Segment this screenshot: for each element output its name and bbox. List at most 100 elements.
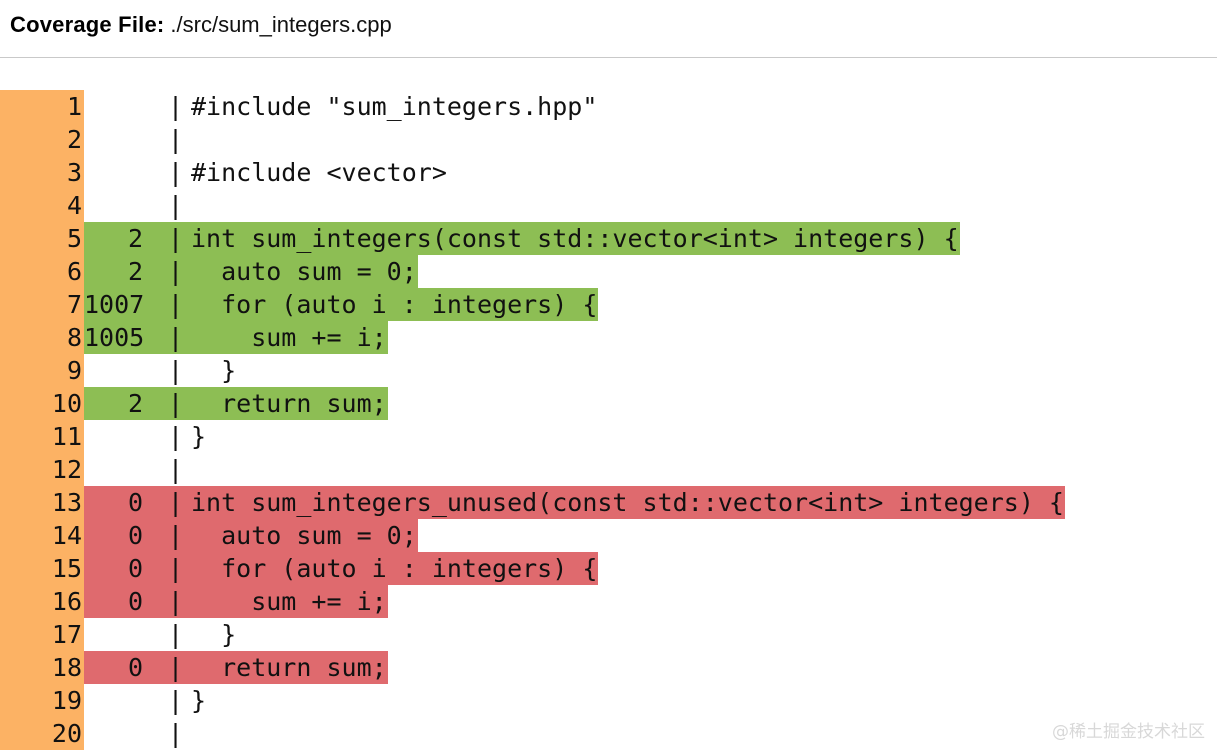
line-number: 7 — [66, 290, 82, 319]
line-number: 20 — [51, 719, 82, 748]
source-code-text: #include "sum_integers.hpp" — [191, 92, 598, 121]
line-coverage-highlight: | — [84, 123, 192, 156]
column-separator-icon: | — [168, 125, 184, 154]
code-line-row: 18 0 | return sum; — [0, 651, 1217, 684]
code-line-row: 19|} — [0, 684, 1217, 717]
line-hit-count: 0 — [127, 521, 143, 550]
line-coverage-highlight: 0 | for (auto i : integers) { — [84, 552, 599, 585]
line-hit-count: 1005 — [84, 323, 145, 352]
column-separator-icon: | — [168, 422, 184, 451]
column-separator-icon: | — [168, 92, 184, 121]
source-code-text: } — [191, 422, 207, 451]
column-separator-icon: | — [168, 653, 184, 682]
coverage-file-path: ./src/sum_integers.cpp — [170, 12, 392, 37]
line-number: 1 — [66, 92, 82, 121]
line-number: 10 — [51, 389, 82, 418]
code-line-row: 11|} — [0, 420, 1217, 453]
source-code-text: } — [191, 686, 207, 715]
coverage-file-label: Coverage File: — [10, 12, 165, 37]
source-code-text: } — [191, 620, 237, 649]
line-hit-count: 0 — [127, 653, 143, 682]
line-number: 3 — [66, 158, 82, 187]
column-separator-icon: | — [168, 389, 184, 418]
code-line-row: 16 0 | sum += i; — [0, 585, 1217, 618]
line-number: 11 — [51, 422, 82, 451]
source-code-text: sum += i; — [191, 587, 387, 616]
source-code-text: #include <vector> — [191, 158, 447, 187]
line-hit-count: 0 — [127, 554, 143, 583]
source-code-text: int sum_integers(const std::vector<int> … — [191, 224, 959, 253]
line-number: 6 — [66, 257, 82, 286]
line-hit-count: 2 — [127, 257, 143, 286]
column-separator-icon: | — [168, 554, 184, 583]
line-coverage-highlight: |} — [84, 420, 207, 453]
code-line-row: 9| } — [0, 354, 1217, 387]
line-coverage-highlight: 0 |int sum_integers_unused(const std::vec… — [84, 486, 1065, 519]
source-code-text: sum += i; — [191, 323, 387, 352]
code-line-row: 12| — [0, 453, 1217, 486]
code-line-row: 20 | — [0, 717, 1217, 750]
column-separator-icon: | — [168, 521, 184, 550]
column-separator-icon: | — [168, 587, 184, 616]
line-number: 9 — [66, 356, 82, 385]
source-code-text: int sum_integers_unused(const std::vecto… — [191, 488, 1064, 517]
source-code-text: auto sum = 0; — [191, 521, 417, 550]
source-code-text: for (auto i : integers) { — [191, 554, 598, 583]
line-hit-count: 1007 — [84, 290, 145, 319]
source-code-text: return sum; — [191, 653, 387, 682]
line-coverage-highlight: 1005 | sum += i; — [84, 321, 388, 354]
line-coverage-highlight: |} — [84, 684, 207, 717]
source-code-text: } — [191, 356, 237, 385]
line-coverage-highlight: 0 | auto sum = 0; — [84, 519, 418, 552]
line-number: 14 — [51, 521, 82, 550]
line-number: 12 — [51, 455, 82, 484]
line-coverage-highlight: | } — [84, 618, 237, 651]
coverage-body: 1|#include "sum_integers.hpp"2|3|#includ… — [0, 58, 1217, 750]
column-separator-icon: | — [168, 488, 184, 517]
line-hit-count: 2 — [127, 389, 143, 418]
coverage-gutter-strip — [0, 90, 84, 750]
line-hit-count: 0 — [127, 488, 143, 517]
line-number: 5 — [66, 224, 82, 253]
column-separator-icon: | — [168, 158, 184, 187]
code-line-row: 14 0 | auto sum = 0; — [0, 519, 1217, 552]
code-line-row: 17| } — [0, 618, 1217, 651]
line-number: 4 — [66, 191, 82, 220]
line-number: 17 — [51, 620, 82, 649]
line-coverage-highlight: 0 | sum += i; — [84, 585, 388, 618]
coverage-header: Coverage File:./src/sum_integers.cpp — [0, 0, 1217, 58]
code-line-row: 4| — [0, 189, 1217, 222]
source-code-text: auto sum = 0; — [191, 257, 417, 286]
line-coverage-highlight: 2 | return sum; — [84, 387, 388, 420]
line-hit-count: 0 — [127, 587, 143, 616]
line-number: 16 — [51, 587, 82, 616]
source-code-text: for (auto i : integers) { — [191, 290, 598, 319]
code-line-row: 10 2 | return sum; — [0, 387, 1217, 420]
code-line-row: 2| — [0, 123, 1217, 156]
line-coverage-highlight: |#include "sum_integers.hpp" — [84, 90, 598, 123]
code-line-row: 3|#include <vector> — [0, 156, 1217, 189]
line-coverage-highlight: | — [84, 189, 192, 222]
column-separator-icon: | — [168, 719, 184, 748]
code-line-row: 1|#include "sum_integers.hpp" — [0, 90, 1217, 123]
watermark: @稀土掘金技术社区 — [1052, 722, 1205, 742]
line-coverage-highlight: |#include <vector> — [84, 156, 448, 189]
line-coverage-highlight: | — [84, 453, 192, 486]
line-coverage-highlight: 2| auto sum = 0; — [84, 255, 418, 288]
line-number: 2 — [66, 125, 82, 154]
column-separator-icon: | — [168, 686, 184, 715]
line-coverage-highlight: | } — [84, 354, 237, 387]
line-number: 18 — [51, 653, 82, 682]
column-separator-icon: | — [168, 323, 184, 352]
source-code-text: return sum; — [191, 389, 387, 418]
line-hit-count: 2 — [127, 224, 143, 253]
line-number: 19 — [51, 686, 82, 715]
line-coverage-highlight: 0 | return sum; — [84, 651, 388, 684]
column-separator-icon: | — [168, 620, 184, 649]
